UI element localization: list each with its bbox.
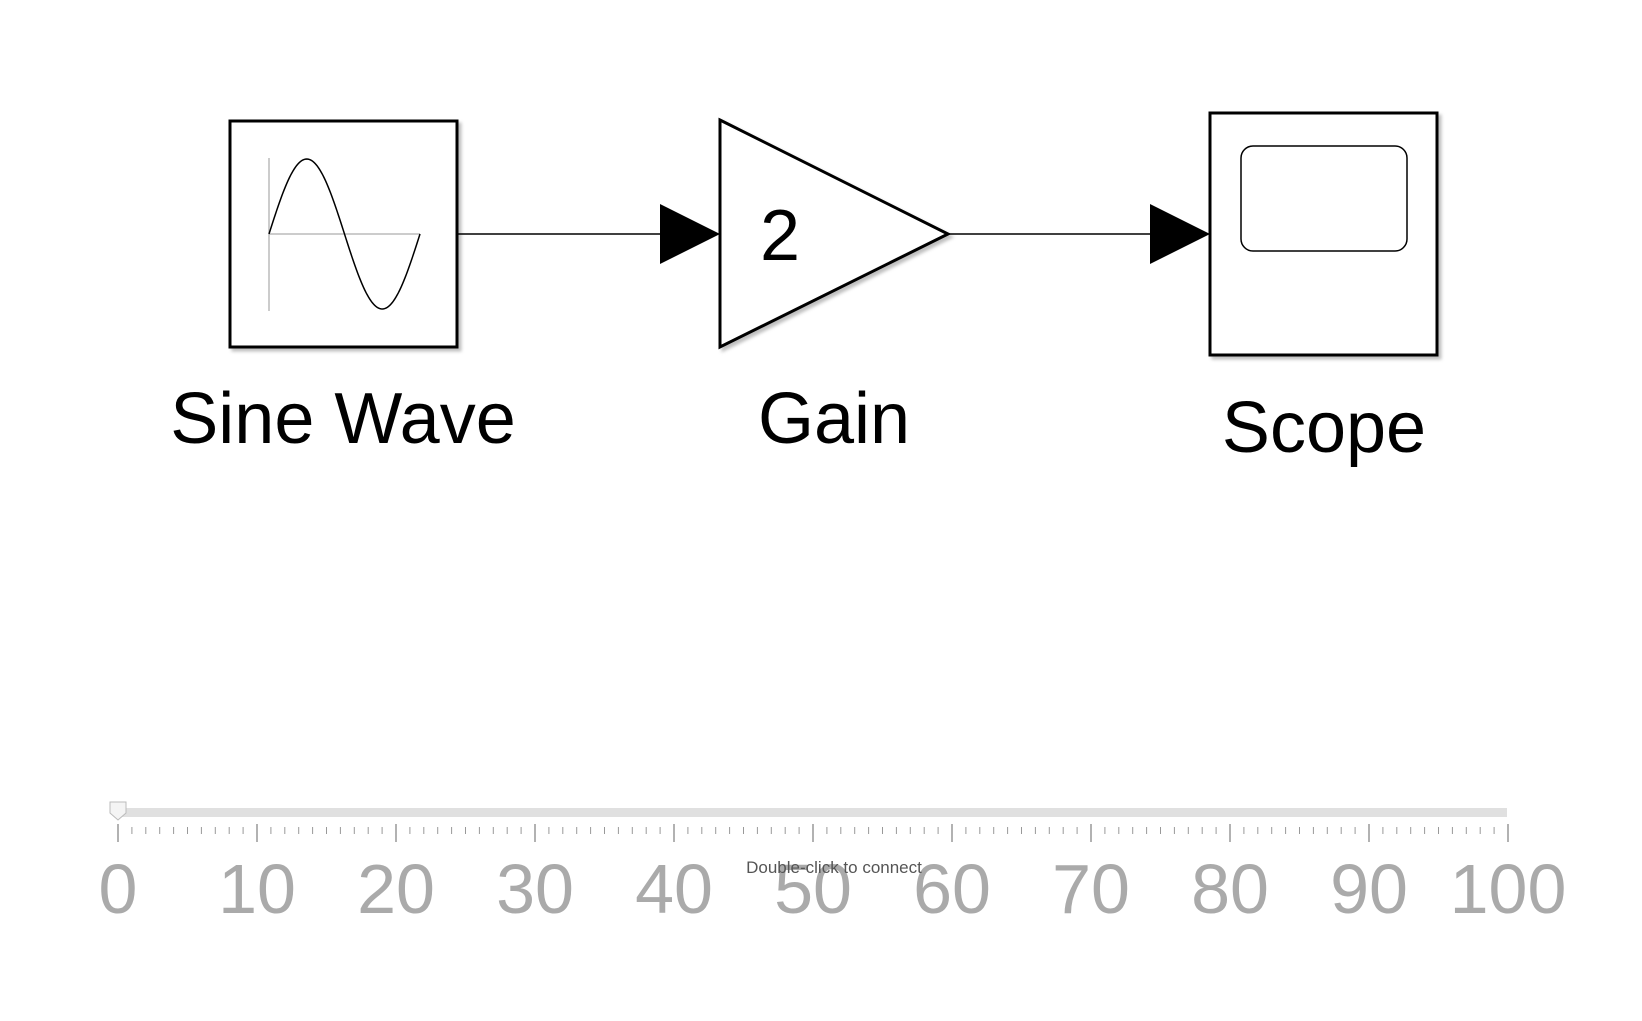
sine-wave-icon [268,158,421,311]
tick-label: 10 [218,850,296,928]
slider-ticks [117,824,1509,842]
gain-label: Gain [758,379,910,459]
tick-label: 40 [635,850,713,928]
tick-label: 70 [1052,850,1130,928]
arrowhead-icon [1150,204,1210,264]
tick-label: 90 [1330,850,1408,928]
tick-label: 0 [99,850,138,928]
scope-screen-icon [1240,145,1408,252]
slider-track[interactable] [118,808,1507,817]
connect-hint: Double-click to connect [746,858,922,877]
slider-thumb[interactable] [109,801,127,821]
slider-tick-labels: 0 10 20 30 40 50 60 70 80 90 100 [99,850,1567,928]
scope-block[interactable] [1208,111,1439,357]
time-slider[interactable]: 0 10 20 30 40 50 60 70 80 90 100 [99,801,1567,928]
tick-label: 80 [1191,850,1269,928]
scope-label: Scope [1222,388,1426,468]
signal-line-sine-to-gain[interactable] [457,204,720,264]
tick-label: 50 [774,850,852,928]
tick-label: 20 [357,850,435,928]
tick-label: 30 [496,850,574,928]
sine-wave-block[interactable] [228,119,460,349]
arrowhead-icon [660,204,720,264]
signal-line-gain-to-scope[interactable] [948,204,1210,264]
gain-value: 2 [760,196,800,276]
tick-label: 100 [1450,850,1567,928]
gain-block[interactable]: 2 [718,117,952,350]
sine-wave-label: Sine Wave [170,379,515,459]
tick-label: 60 [913,850,991,928]
